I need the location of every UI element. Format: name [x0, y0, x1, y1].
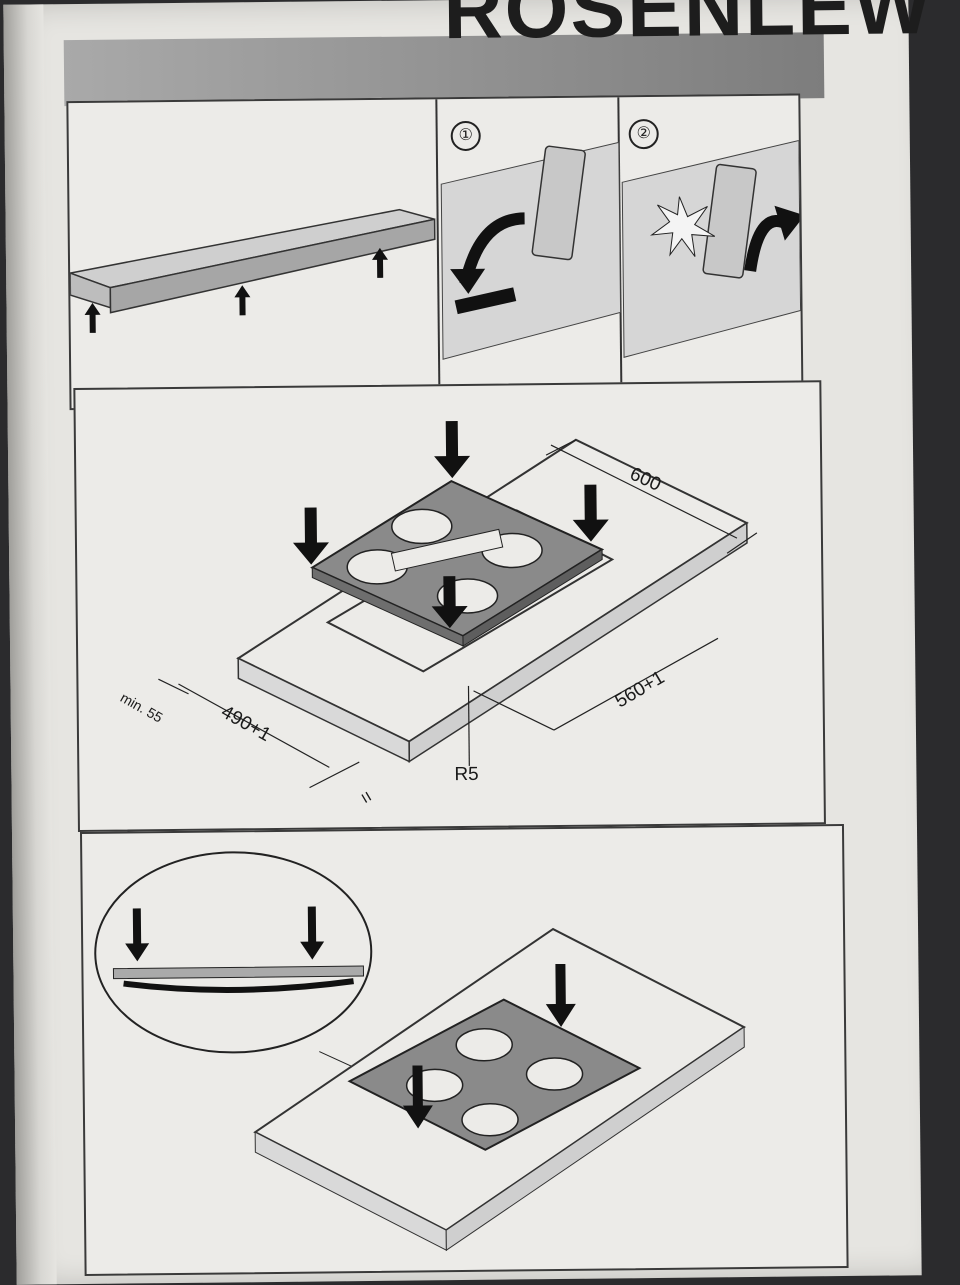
arrow-down-icon	[402, 963, 576, 1129]
installation-panel-clamps: ① ②	[66, 93, 804, 411]
cutout-dimension-illustration	[158, 421, 758, 789]
installation-panel-seal	[79, 824, 849, 1276]
clamp-icon	[702, 163, 757, 279]
step-number-2: ②	[628, 118, 659, 150]
dimension-label-r5: R5	[454, 763, 479, 786]
seal-illustration	[94, 851, 747, 1252]
arrow-up-icon	[84, 247, 389, 333]
arrow-down-icon	[125, 906, 325, 962]
book-spine	[3, 4, 57, 1285]
installation-panel-cutout: 600 560+1 490+1 min. 55 R5 =	[73, 380, 826, 833]
warning-burst-icon	[649, 196, 716, 257]
arrow-down-icon	[292, 421, 609, 629]
clamp-illustration	[68, 97, 802, 405]
brand-logo: ROSENLEW	[442, 0, 934, 57]
manual-page: ROSENLEW	[3, 0, 934, 1285]
step-number-1: ①	[450, 120, 481, 152]
clamp-icon	[531, 145, 586, 261]
detail-oval	[94, 851, 373, 1054]
